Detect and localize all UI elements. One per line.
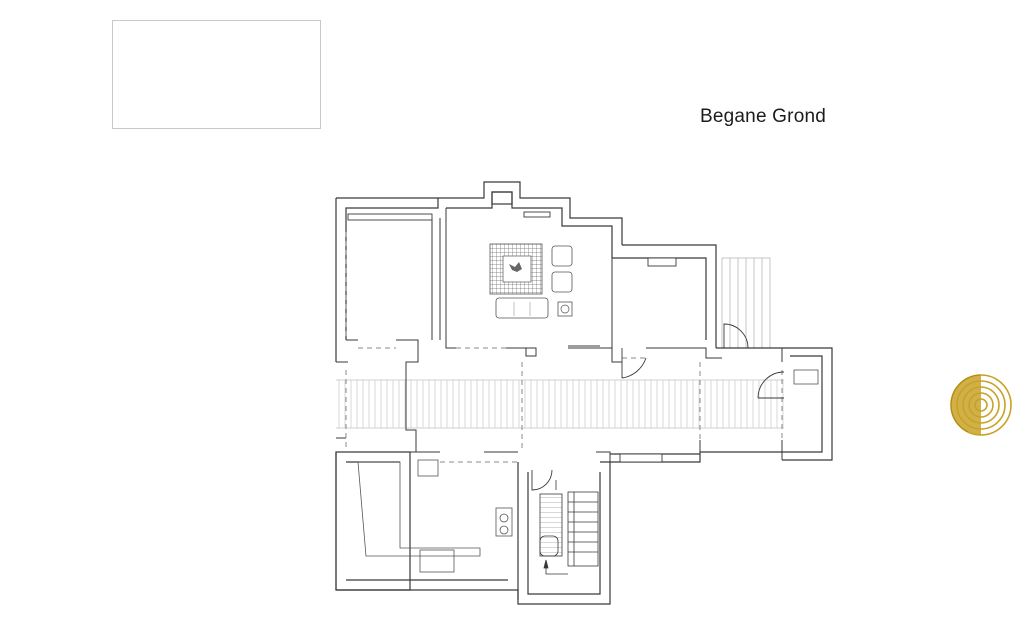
kitchen-fixtures [357, 459, 513, 573]
sofa [495, 297, 549, 319]
side-table [557, 301, 573, 317]
internal-walls [336, 208, 783, 462]
dashed-openings [345, 232, 783, 463]
windows [347, 211, 677, 463]
corridor-floor [336, 380, 784, 428]
floor-title: Begane Grond [700, 106, 826, 127]
living-furniture [489, 243, 573, 319]
armchair-1 [551, 245, 573, 267]
armchair-2 [551, 271, 573, 293]
north-arrow-icon [950, 374, 1012, 436]
doors [531, 323, 785, 491]
logo-placeholder [112, 20, 321, 129]
terrace-deck [721, 257, 771, 349]
bathroom-fixtures [793, 369, 819, 385]
staircase [539, 480, 599, 575]
